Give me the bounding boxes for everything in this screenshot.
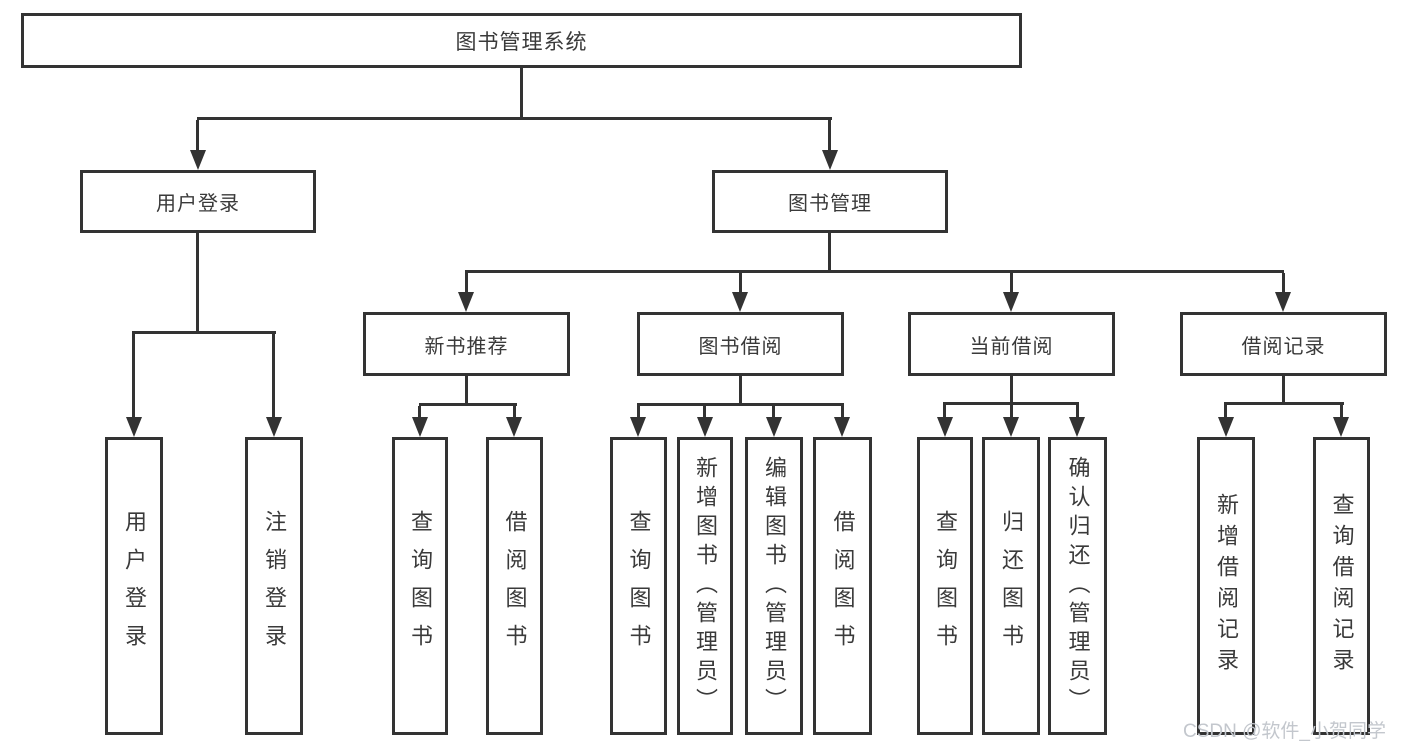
connector-line: [419, 403, 517, 406]
node-label: 当前借阅: [969, 335, 1054, 358]
leaf-logout: 注销登录: [245, 437, 303, 735]
node-label: 新书推荐: [424, 335, 509, 358]
node-label: 用户登录: [156, 193, 240, 215]
connector-line: [1010, 376, 1013, 405]
arrow-down-icon: [266, 417, 282, 437]
connector-line: [772, 406, 775, 418]
connector-line: [465, 376, 468, 406]
leaf-label: 新增图书（管理员）: [693, 455, 718, 717]
arrow-down-icon: [732, 292, 748, 312]
leaf-label: 编辑图书（管理员）: [762, 455, 787, 717]
node-library-management-system: 图书管理系统: [21, 13, 1022, 68]
connector-line: [703, 406, 706, 418]
node-label: 图书管理: [788, 193, 872, 215]
arrow-down-icon: [458, 292, 474, 312]
leaf-label: 归还图书: [999, 510, 1024, 662]
connector-line: [828, 120, 831, 151]
connector-line: [841, 406, 844, 418]
arrow-down-icon: [822, 150, 838, 170]
node-current-borrowing: 当前借阅: [908, 312, 1115, 376]
leaf-label: 查询图书: [626, 510, 652, 662]
leaf-label: 新增借阅记录: [1214, 493, 1239, 679]
leaf-user-login: 用户登录: [105, 437, 163, 735]
leaf-label: 查询图书: [933, 510, 958, 662]
leaf-label: 注销登录: [262, 510, 287, 662]
connector-line: [1224, 405, 1227, 418]
connector-line: [132, 334, 135, 418]
connector-line: [465, 273, 468, 293]
node-user-login: 用户登录: [80, 170, 316, 233]
arrow-down-icon: [506, 417, 522, 437]
arrow-down-icon: [1333, 417, 1349, 437]
arrow-down-icon: [1275, 292, 1291, 312]
arrow-down-icon: [1003, 292, 1019, 312]
node-label: 图书管理系统: [455, 30, 588, 54]
connector-line: [1224, 402, 1344, 405]
leaf-add-book-admin: 新增图书（管理员）: [677, 437, 733, 735]
leaf-query-books-recommend: 查询图书: [392, 437, 448, 735]
connector-line: [1282, 273, 1285, 293]
leaf-query-borrow-record: 查询借阅记录: [1313, 437, 1370, 735]
connector-line: [1340, 405, 1343, 418]
connector-line: [272, 334, 275, 418]
node-book-management: 图书管理: [712, 170, 948, 233]
arrow-down-icon: [1218, 417, 1234, 437]
arrow-down-icon: [126, 417, 142, 437]
connector-line: [418, 406, 421, 418]
leaf-label: 借阅图书: [830, 510, 856, 662]
leaf-confirm-return-admin: 确认归还（管理员）: [1048, 437, 1107, 735]
leaf-label: 查询图书: [408, 510, 433, 662]
arrow-down-icon: [697, 417, 713, 437]
connector-line: [828, 233, 831, 273]
leaf-add-borrow-record: 新增借阅记录: [1197, 437, 1255, 735]
arrow-down-icon: [766, 417, 782, 437]
connector-line: [465, 270, 1284, 273]
connector-line: [943, 402, 1079, 405]
connector-line: [132, 331, 276, 334]
connector-line: [637, 406, 640, 418]
leaf-label: 查询借阅记录: [1329, 493, 1355, 679]
node-label: 图书借阅: [698, 335, 783, 358]
arrow-down-icon: [630, 417, 646, 437]
leaf-query-books-borrowing: 查询图书: [610, 437, 667, 735]
node-borrowing-records: 借阅记录: [1180, 312, 1387, 376]
connector-line: [520, 68, 523, 118]
connector-line: [196, 120, 199, 151]
connector-line: [739, 376, 742, 406]
connector-line: [197, 117, 832, 120]
arrow-down-icon: [190, 150, 206, 170]
arrow-down-icon: [834, 417, 850, 437]
connector-line: [739, 273, 742, 293]
leaf-edit-book-admin: 编辑图书（管理员）: [745, 437, 803, 735]
leaf-label: 确认归还（管理员）: [1065, 455, 1091, 717]
arrow-down-icon: [1003, 417, 1019, 437]
node-label: 借阅记录: [1241, 335, 1326, 358]
connector-line: [1010, 273, 1013, 293]
connector-line: [196, 233, 199, 333]
connector-line: [943, 405, 946, 418]
arrow-down-icon: [412, 417, 428, 437]
leaf-return-books: 归还图书: [982, 437, 1040, 735]
leaf-label: 用户登录: [122, 510, 147, 662]
connector-line: [1282, 376, 1285, 405]
leaf-query-books-current: 查询图书: [917, 437, 973, 735]
connector-line: [513, 406, 516, 418]
leaf-borrow-books: 借阅图书: [813, 437, 872, 735]
watermark: CSDN @软件_小贺同学: [1183, 721, 1386, 742]
connector-line: [1010, 405, 1013, 418]
leaf-label: 借阅图书: [502, 510, 528, 662]
connector-line: [1076, 405, 1079, 418]
arrow-down-icon: [1069, 417, 1085, 437]
connector-line: [637, 403, 844, 406]
node-new-book-recommendation: 新书推荐: [363, 312, 570, 376]
node-book-borrowing: 图书借阅: [637, 312, 844, 376]
arrow-down-icon: [937, 417, 953, 437]
leaf-borrow-books-recommend: 借阅图书: [486, 437, 543, 735]
